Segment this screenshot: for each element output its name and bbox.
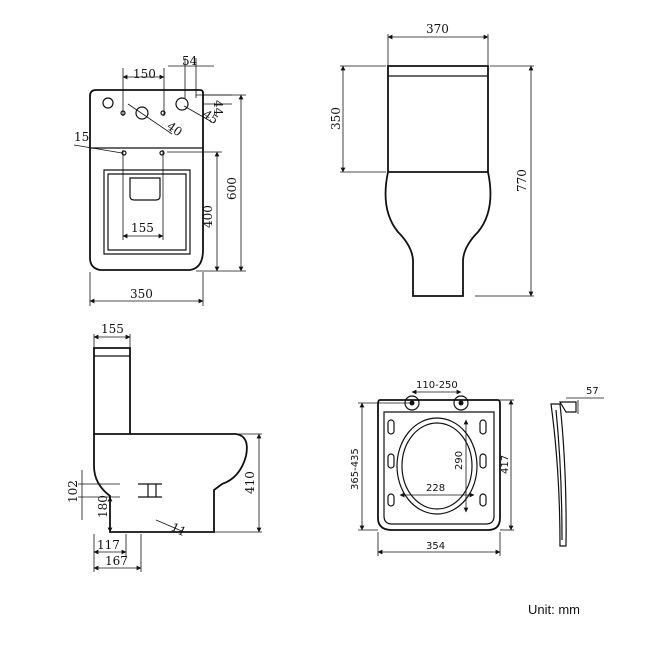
seat-view: 110-250 365-435 417 290 228 354 57 xyxy=(350,380,604,556)
side-tank-outline xyxy=(93,347,131,435)
dim-770: 770 xyxy=(515,169,529,192)
seat-opening xyxy=(396,417,478,515)
pan-outline xyxy=(384,171,492,297)
dim-44: 44 xyxy=(211,100,225,116)
hinge-side xyxy=(558,401,577,413)
hinge-right xyxy=(453,395,469,411)
dim-400: 400 xyxy=(201,205,215,228)
small-hole xyxy=(160,110,166,116)
tank-outline xyxy=(387,65,489,173)
dim-354: 354 xyxy=(426,541,445,552)
dim-155-side: 155 xyxy=(101,322,124,336)
side-pan-outline xyxy=(93,433,248,533)
dim-410: 410 xyxy=(243,471,257,494)
seat-outline xyxy=(377,399,501,531)
dim-40: 40 xyxy=(164,119,185,139)
top-view: 150 54 44 40 45 15 600 400 155 350 xyxy=(73,54,246,306)
dim-290: 290 xyxy=(454,451,465,470)
side-view: 155 410 102 180 11 117 167 xyxy=(66,322,262,572)
seat-hole-right xyxy=(159,150,165,156)
bumper xyxy=(387,419,395,435)
bumper xyxy=(387,493,395,507)
bowl-inner xyxy=(107,173,187,251)
dim-150: 150 xyxy=(133,67,156,81)
seat-inner-outline xyxy=(383,411,495,525)
dim-600: 600 xyxy=(225,177,239,200)
dim-54: 54 xyxy=(182,54,198,68)
dim-370: 370 xyxy=(426,22,449,36)
dim-57: 57 xyxy=(586,386,599,397)
bumper xyxy=(387,453,395,469)
dim-117: 117 xyxy=(97,538,120,552)
dim-155-top: 155 xyxy=(131,221,154,235)
fixing-hole-right xyxy=(175,97,189,111)
top-view-outline xyxy=(89,89,204,271)
dim-350-top: 350 xyxy=(130,287,153,301)
dim-417: 417 xyxy=(500,455,511,474)
seat-side-outline xyxy=(550,403,567,547)
dim-228: 228 xyxy=(426,483,445,494)
dim-15: 15 xyxy=(74,130,89,144)
bowl-outline xyxy=(103,169,191,255)
dim-11: 11 xyxy=(169,520,189,539)
bumper xyxy=(479,493,487,507)
unit-label: Unit: mm xyxy=(528,602,580,617)
bumper xyxy=(479,453,487,469)
drain-shape xyxy=(129,177,161,201)
fixing-hole-left xyxy=(135,106,149,120)
seat-opening-inner xyxy=(401,422,473,510)
dim-350-front: 350 xyxy=(329,107,343,130)
bumper xyxy=(479,419,487,435)
front-view: 370 350 770 xyxy=(329,22,534,297)
dim-102: 102 xyxy=(66,480,80,503)
seat-side-inner xyxy=(555,409,563,541)
dim-365-435: 365-435 xyxy=(350,448,361,490)
dim-110-250: 110-250 xyxy=(416,380,458,391)
dim-167: 167 xyxy=(105,554,128,568)
dim-45-leader xyxy=(183,105,213,123)
dim-11-leader xyxy=(155,519,185,533)
hinge-right-pin xyxy=(458,400,464,406)
tap-hole xyxy=(102,97,114,109)
dim-15-leader xyxy=(73,144,123,154)
dim-180: 180 xyxy=(96,495,110,518)
dim-40-leader xyxy=(127,103,173,135)
hinge-left-pin xyxy=(409,400,415,406)
